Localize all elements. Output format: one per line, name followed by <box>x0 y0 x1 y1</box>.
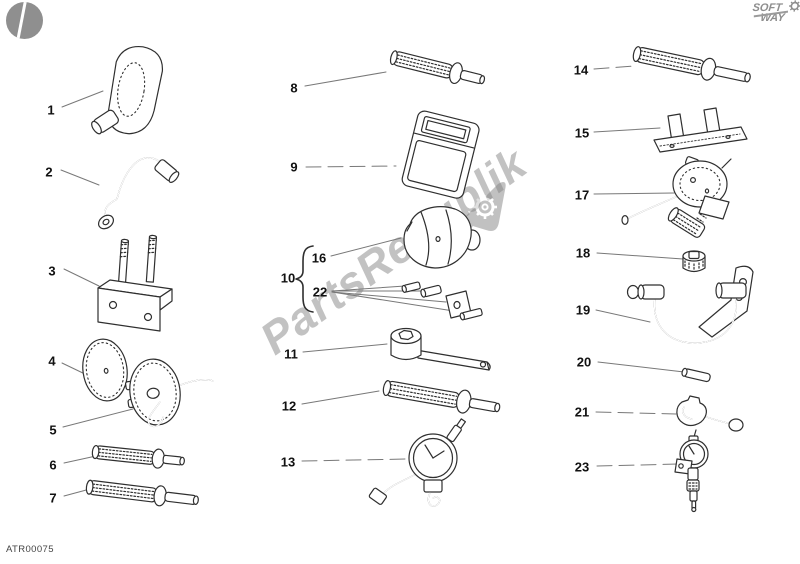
tool-drawing-17 <box>621 156 732 238</box>
callout-2: 2 <box>45 164 53 180</box>
tool-drawing-5 <box>124 358 214 428</box>
callout-3: 3 <box>48 263 56 279</box>
callout-12: 12 <box>281 398 297 414</box>
tool-drawing-23 <box>674 429 709 513</box>
tool-drawing-7 <box>85 479 199 507</box>
callout-10: 10 <box>280 270 296 286</box>
tool-drawing-19 <box>626 265 754 344</box>
tool-drawing-12 <box>382 380 501 414</box>
tool-drawing-3 <box>97 234 173 332</box>
group-brace-10 <box>295 245 314 313</box>
callout-17: 17 <box>574 187 590 203</box>
callout-6: 6 <box>49 457 57 473</box>
callout-4: 4 <box>48 353 56 369</box>
callout-20: 20 <box>576 354 592 370</box>
callout-22: 22 <box>312 284 328 300</box>
callout-5: 5 <box>49 422 57 438</box>
callout-8: 8 <box>290 80 298 96</box>
brand-circle-logo <box>6 2 43 39</box>
tool-drawing-16 <box>403 206 481 269</box>
tool-drawing-6 <box>91 444 185 469</box>
callout-21: 21 <box>574 404 590 420</box>
tool-drawing-11 <box>390 327 491 371</box>
callout-14: 14 <box>573 62 589 78</box>
callout-19: 19 <box>575 302 591 318</box>
tool-drawing-21 <box>676 395 744 432</box>
callout-13: 13 <box>280 454 296 470</box>
callout-23: 23 <box>574 459 590 475</box>
tool-drawing-8 <box>389 50 486 85</box>
tool-drawing-20 <box>681 367 711 383</box>
tool-drawing-22 <box>401 281 483 321</box>
callout-9: 9 <box>290 159 298 175</box>
callout-1: 1 <box>47 102 55 118</box>
tool-drawing-2 <box>97 157 180 230</box>
document-code: ATR00075 <box>6 544 54 555</box>
tool-drawing-4 <box>82 338 128 402</box>
tool-drawing-15 <box>653 107 748 153</box>
leader-lines <box>60 65 685 497</box>
tool-drawing-18 <box>682 250 706 273</box>
tool-drawing-13 <box>368 418 467 507</box>
tool-drawing-14 <box>632 46 751 83</box>
callout-11: 11 <box>284 346 298 362</box>
gear-icon <box>789 0 800 12</box>
softway-logo: SOFT WAY <box>751 0 800 24</box>
callout-15: 15 <box>574 125 590 141</box>
callout-7: 7 <box>49 490 57 506</box>
callout-18: 18 <box>575 245 591 261</box>
callout-16: 16 <box>311 250 327 266</box>
tool-drawing-1 <box>91 45 163 135</box>
tool-drawing-9 <box>401 110 480 199</box>
